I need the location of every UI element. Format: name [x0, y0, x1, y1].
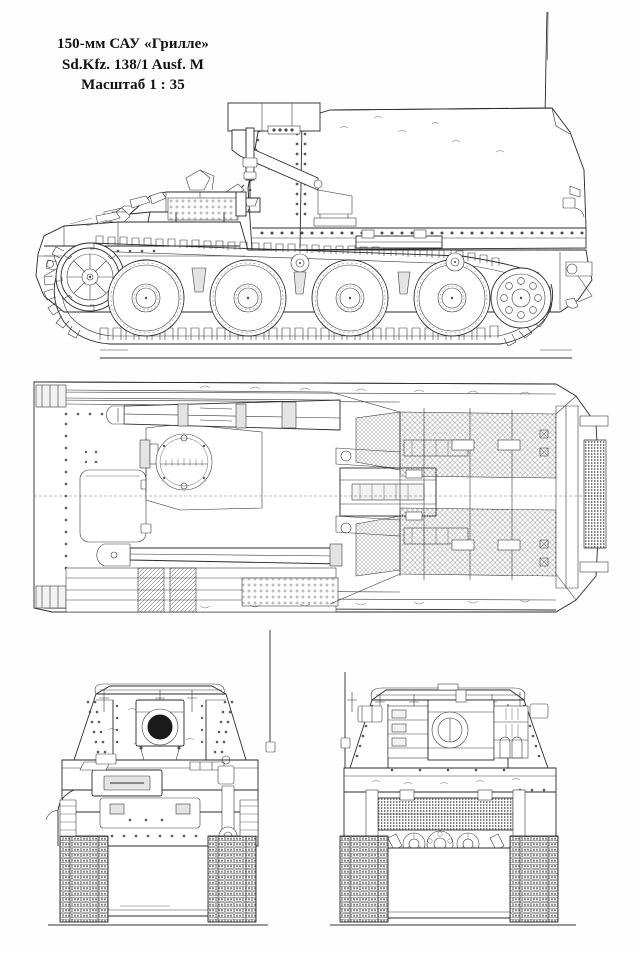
plan-ammo-racks: [405, 439, 521, 551]
plan-radiator-grille: [583, 439, 607, 549]
plan-engine-bay: [65, 567, 339, 613]
side-road-wheel: [107, 259, 185, 337]
rear-track-right: [509, 835, 559, 923]
front-rivets-right: [213, 700, 234, 754]
muzzle-bore: [147, 714, 173, 740]
idler-bolts: [500, 277, 542, 319]
side-bump-stop: [293, 271, 307, 295]
side-running-gear: [43, 235, 554, 347]
front-rivets-left: [86, 700, 107, 754]
front-antenna: [265, 630, 276, 753]
side-track-upper-links: [95, 235, 500, 266]
rear-shell-racks: [499, 736, 523, 759]
front-elevation-view: [45, 630, 276, 926]
plan-armour-scallops: [199, 385, 531, 609]
plan-compartment-mesh: [355, 411, 557, 577]
front-hull: [45, 753, 259, 917]
side-elevation-view: [35, 11, 593, 359]
plan-stowed-tube: [96, 543, 343, 567]
title-line-sdkfz: Sd.Kfz. 138/1 Ausf. M: [61, 56, 205, 73]
barrel-jacket: [167, 197, 239, 221]
side-antenna: [544, 11, 549, 119]
title-line-designation: 150-мм САУ «Грилле»: [56, 36, 209, 52]
side-surface-marks: [267, 116, 505, 171]
plan-rivet-line-left: [64, 422, 68, 570]
breech-bolts: [272, 128, 294, 132]
side-superstructure: [247, 107, 587, 251]
side-road-wheel: [413, 259, 491, 337]
side-rivet-strip: [260, 231, 584, 235]
plan-gun-barrel: [106, 399, 341, 431]
plan-driver-hatch: [79, 469, 152, 543]
rear-interior-equipment: [357, 689, 549, 761]
plan-rear-bulkhead: [539, 405, 609, 589]
title-block: 150-мм САУ «Грилле» Sd.Kfz. 138/1 Ausf. …: [8, 34, 258, 96]
side-gun-assembly: [223, 102, 357, 227]
rear-track-left: [339, 835, 389, 923]
side-road-wheel: [209, 259, 287, 337]
plan-circular-hatch: [155, 433, 213, 491]
side-front-fittings: [69, 191, 167, 227]
side-idler-wheel: [490, 267, 552, 329]
side-track-front-curve: [43, 246, 81, 339]
side-road-wheel: [311, 259, 389, 337]
rear-hull: [343, 767, 557, 919]
side-ground-line: [100, 349, 572, 359]
side-bump-stop: [397, 271, 411, 295]
rear-elevation-view: [330, 672, 576, 926]
front-track-left: [59, 799, 109, 923]
plan-superstructure-corners: [329, 391, 577, 605]
plan-view: [33, 381, 609, 613]
plan-compartment-ribs: [399, 408, 513, 580]
title-line-scale: Масштаб 1 : 35: [81, 77, 185, 94]
front-track-right: [207, 799, 259, 923]
side-bump-stop: [191, 267, 207, 293]
